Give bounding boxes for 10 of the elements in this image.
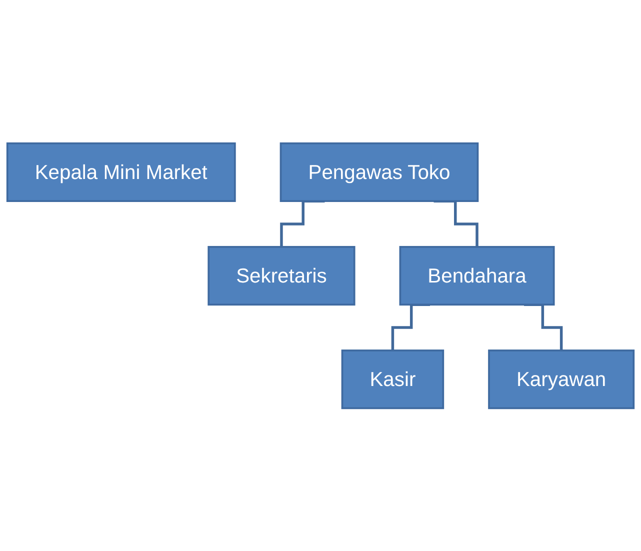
node-box: Kepala Mini Market xyxy=(6,142,236,202)
connector xyxy=(524,303,563,352)
connector xyxy=(280,199,325,248)
node-box: Pengawas Toko xyxy=(280,142,479,202)
connector xyxy=(391,303,430,352)
connector xyxy=(434,199,478,248)
node-box: Sekretaris xyxy=(208,246,356,306)
node-box: Kasir xyxy=(341,349,444,409)
node-box: Karyawan xyxy=(488,349,635,409)
node-box: Bendahara xyxy=(399,246,555,306)
